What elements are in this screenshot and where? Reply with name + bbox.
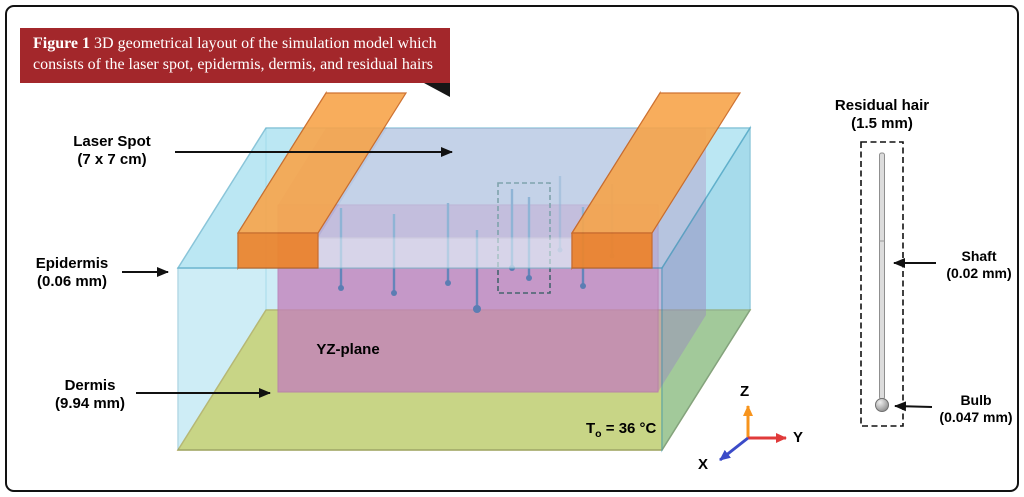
yz-plane-label: YZ-plane	[316, 341, 380, 358]
laser-rail-left	[236, 90, 408, 271]
hair-detail-box	[860, 141, 904, 427]
dermis-label: Dermis (9.94 mm)	[40, 377, 140, 414]
residual-hair-size: (1.5 mm)	[851, 115, 913, 133]
laser-rail-right	[570, 90, 742, 271]
laser-spot-frame	[236, 90, 742, 271]
annotation-arrows	[122, 147, 936, 412]
dermis-title: Dermis	[64, 377, 116, 394]
temperature-symbol: T	[586, 420, 596, 437]
bulb-label: Bulb (0.047 mm)	[936, 392, 1016, 426]
temperature-subscript: o	[595, 428, 602, 440]
residual-hair-label: Residual hair (1.5 mm)	[818, 97, 946, 134]
laser-spot-title: Laser Spot	[73, 133, 151, 150]
bulb-title: Bulb	[960, 392, 992, 408]
temperature-label: To = 36 °C	[586, 420, 686, 441]
hair-shaft	[879, 152, 885, 400]
y-axis-label: Y	[793, 429, 804, 446]
x-axis-arrow	[719, 436, 749, 462]
z-axis-label: Z	[740, 383, 750, 400]
caption-line2: consists of the laser spot, epidermis, d…	[33, 56, 433, 74]
epidermis-label: Epidermis (0.06 mm)	[22, 255, 122, 292]
residual-hair-detail	[860, 141, 904, 427]
epidermis-size: (0.06 mm)	[36, 273, 108, 291]
epidermis-title: Epidermis	[35, 255, 109, 272]
bulb-size: (0.047 mm)	[939, 409, 1013, 426]
x-axis-label: X	[698, 456, 709, 473]
shaft-size: (0.02 mm)	[946, 265, 1012, 282]
banner-fold-triangle	[423, 82, 450, 97]
laser-glass-top	[318, 98, 660, 238]
dermis-size: (9.94 mm)	[54, 395, 126, 413]
laser-glass-front	[317, 237, 573, 269]
figure-caption-banner: Figure 1 3D geometrical layout of the si…	[20, 28, 450, 97]
laser-spot-size: (7 x 7 cm)	[77, 151, 147, 169]
shaft-title: Shaft	[961, 248, 997, 264]
bulb-arrow	[894, 401, 933, 412]
figure-number: Figure 1	[33, 35, 91, 52]
hair-bulb	[875, 398, 889, 412]
shaft-label: Shaft (0.02 mm)	[941, 248, 1017, 282]
temperature-value: = 36 °C	[601, 420, 657, 437]
caption-line1: 3D geometrical layout of the simulation …	[94, 35, 437, 52]
residual-hair-title: Residual hair	[834, 97, 930, 114]
laser-spot-label: Laser Spot (7 x 7 cm)	[52, 133, 172, 170]
coordinate-axes	[719, 405, 787, 462]
